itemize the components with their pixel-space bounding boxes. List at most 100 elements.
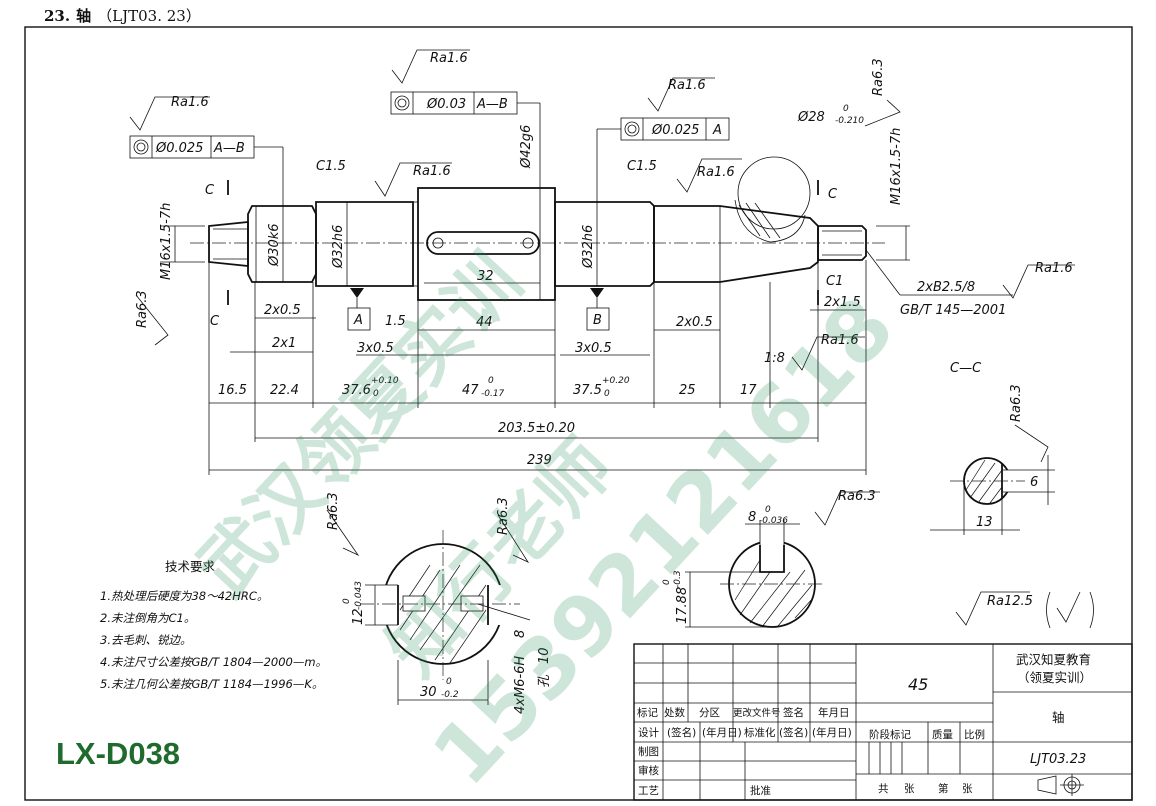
sec-30-low: -0.2: [441, 690, 459, 700]
tech-req-5: 5.未注几何公差按GB/T 1184—1996—K。: [100, 677, 323, 691]
ra-10: Ra6.3: [871, 58, 886, 96]
sec-hole: 孔: [537, 674, 552, 688]
frame-left-datum: A—B: [213, 141, 245, 156]
dim-d28-up: 0: [843, 104, 849, 114]
dim-1-5: 1.5: [385, 314, 406, 329]
ra-13: Ra6.3: [496, 497, 511, 535]
key-w: 8: [748, 510, 756, 525]
sec-12-low: -0.043: [354, 581, 364, 610]
section-threaded-holes: [360, 530, 520, 705]
problem-number: 23.: [44, 7, 71, 25]
ra-3: Ra1.6: [413, 164, 451, 179]
len-203-5: 203.5±0.20: [498, 421, 575, 436]
tb-r-biaozhunhua: 标准化: [744, 726, 776, 739]
len-47-up: 0: [488, 376, 494, 386]
dim-m16-right: M16x1.5-7h: [889, 128, 904, 205]
len-16-5: 16.5: [218, 383, 247, 398]
key-depth-low: -0.3: [673, 570, 683, 588]
datum-b: [586, 288, 610, 331]
page-title: 23.轴（LJT03. 23）: [44, 5, 201, 26]
tolerance-frame-left: [129, 135, 284, 206]
tb-h-nianyueri: 年月日: [818, 706, 850, 719]
dim-center-std: GB/T 145—2001: [900, 303, 1006, 318]
tb-zhang2: 张: [962, 783, 973, 795]
key-depth-up: 0: [662, 579, 672, 585]
section-cut-marks: [227, 180, 819, 305]
tb-r-qianming2: (签名): [779, 726, 808, 739]
dim-c15-left: C1.5: [316, 159, 346, 174]
section-c-right-top: C: [828, 187, 838, 202]
frame-middle-value: Ø0.03: [426, 97, 466, 112]
tb-h-chushu: 处数: [664, 706, 685, 719]
dim-d30: Ø30k6: [267, 223, 282, 267]
dim-d42: Ø42g6: [519, 125, 534, 169]
len-37-5-up: +0.20: [602, 376, 630, 386]
cc-13: 13: [976, 515, 993, 530]
len-37-6-low: 0: [373, 389, 379, 399]
general-roughness-check-icon: [1046, 591, 1094, 629]
tb-r-nianyueri2: (年月日): [812, 726, 852, 739]
tb-zhang1: 张: [904, 783, 915, 795]
ra-6: Ra1.6: [821, 333, 859, 348]
dim-3x05-left: 3x0.5: [357, 341, 394, 356]
sec-30: 30: [420, 685, 437, 700]
ra-8: Ra6.3: [838, 489, 876, 504]
roughness-symbols: [129, 49, 1075, 626]
dim-2x05-right: 2x0.5: [676, 315, 713, 330]
ra-1: Ra1.6: [171, 95, 209, 110]
tb-r-shenhe: 审核: [638, 764, 659, 777]
tb-scale: 比例: [964, 728, 985, 741]
key-w-low: -0.036: [759, 516, 788, 526]
len-37-5: 37.5: [573, 383, 602, 398]
len-37-6-up: +0.10: [371, 376, 399, 386]
dim-d28: Ø28: [797, 110, 825, 125]
tb-page: 第: [938, 782, 949, 795]
frame-right-datum: A: [712, 123, 722, 138]
length-dimensions: [160, 188, 910, 475]
tb-h-qianming: 签名: [783, 706, 804, 719]
tb-h-genggai: 更改文件号: [733, 707, 781, 719]
dim-2x1: 2x1: [272, 336, 296, 351]
dim-d32-left: Ø32h6: [331, 225, 346, 269]
drawing-code: LX-D038: [56, 736, 181, 771]
dim-2x05-left: 2x0.5: [264, 303, 301, 318]
datum-a-label: A: [353, 313, 363, 328]
tb-r-gongyi: 工艺: [638, 785, 659, 797]
len-37-6: 37.6: [342, 383, 371, 398]
dim-d32-right: Ø32h6: [581, 225, 596, 269]
tb-h-biaoji: 标记: [637, 707, 658, 719]
title-block: [633, 643, 1133, 801]
len-37-5-low: 0: [604, 389, 610, 399]
section-cc: [930, 455, 1055, 535]
ra-4: Ra1.6: [668, 78, 706, 93]
tolerance-frame-right: [596, 117, 730, 202]
projection-symbol-icon: [1037, 774, 1084, 796]
tech-req-1: 1.热处理后硬度为38～42HRC。: [100, 589, 268, 603]
frame-left-value: Ø0.025: [155, 141, 203, 156]
tb-h-fenqu: 分区: [699, 707, 720, 719]
tech-req-2: 2.未注倒角为C1。: [100, 611, 195, 625]
cc-6: 6: [1030, 475, 1038, 490]
dim-3x05-right: 3x0.5: [575, 341, 612, 356]
sec-12: 12: [351, 608, 366, 625]
tb-company-2: （领夏实训）: [1017, 670, 1092, 685]
sec-30-up: 0: [446, 677, 452, 687]
ra-11: Ra6.3: [135, 290, 150, 328]
tb-stage: 阶段标记: [869, 728, 911, 741]
tech-req-3: 3.去毛刺、锐边。: [100, 633, 191, 647]
datum-a: [347, 288, 371, 331]
dim-2x15: 2x1.5: [824, 295, 861, 310]
tb-r-zhitu: 制图: [638, 745, 659, 758]
section-key: [685, 520, 825, 628]
dim-d28-low: -0.210: [835, 116, 864, 126]
tb-mass: 质量: [932, 729, 953, 741]
dim-c15-right: C1.5: [627, 159, 657, 174]
drawing-ref: （LJT03. 23）: [97, 7, 201, 25]
len-17: 17: [740, 383, 757, 398]
dim-slot-32: 32: [477, 269, 494, 284]
tolerance-frame-middle: [390, 91, 541, 188]
tech-req-title: 技术要求: [165, 559, 216, 574]
ra-5: Ra1.6: [697, 165, 735, 180]
ra-2: Ra1.6: [430, 51, 468, 66]
